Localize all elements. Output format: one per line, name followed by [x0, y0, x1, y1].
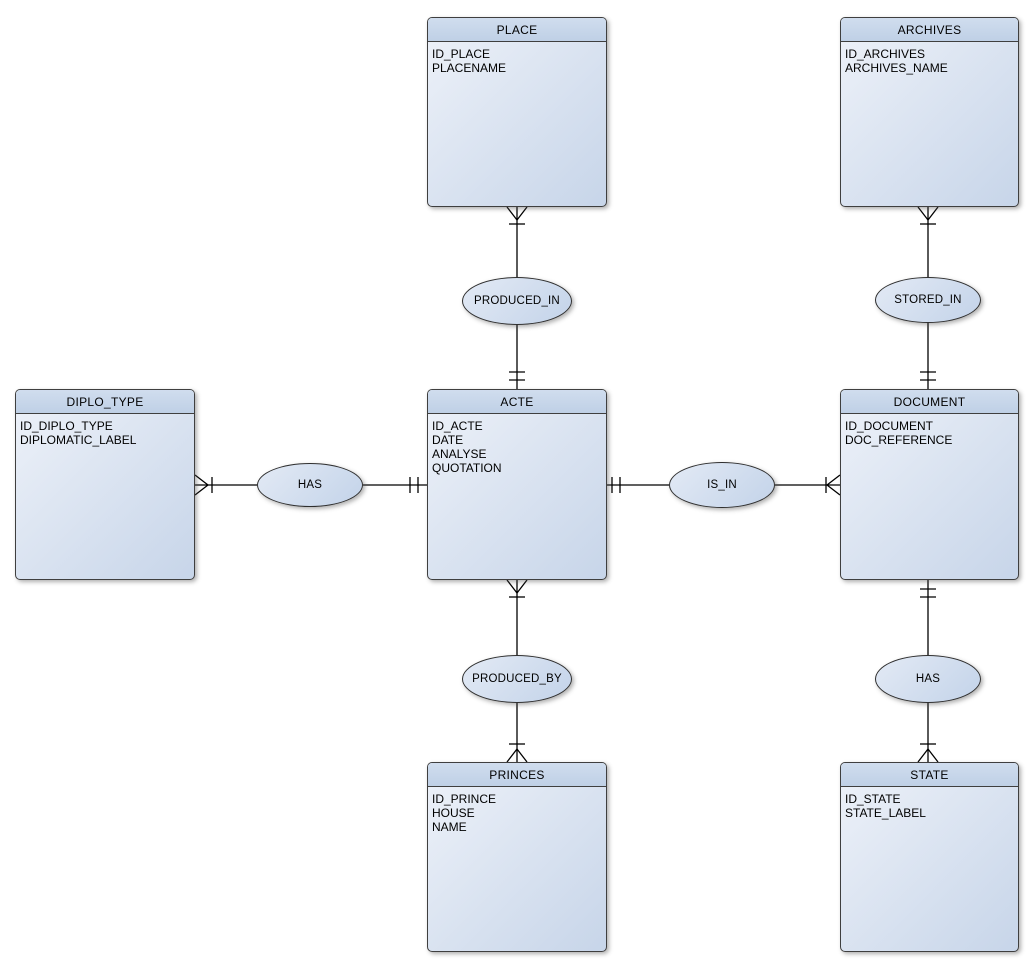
entity-title: STATE	[841, 763, 1018, 787]
crow-foot-icon	[506, 579, 528, 594]
entity-document[interactable]: DOCUMENT ID_DOCUMENT DOC_REFERENCE	[840, 389, 1019, 580]
attribute: DIPLOMATIC_LABEL	[20, 433, 137, 447]
connector-place-produced-in-acte	[506, 206, 528, 389]
relationship-label: IS_IN	[707, 479, 737, 491]
crow-foot-icon	[194, 474, 209, 496]
entity-place[interactable]: PLACE ID_PLACE PLACENAME	[427, 17, 607, 207]
attribute: DATE	[432, 433, 464, 447]
entity-attribute-list: ID_PRINCE HOUSE NAME	[428, 787, 606, 834]
relationship-produced-in[interactable]: PRODUCED_IN	[462, 277, 572, 325]
entity-diplo-type[interactable]: DIPLO_TYPE ID_DIPLO_TYPE DIPLOMATIC_LABE…	[15, 389, 195, 580]
attribute: ANALYSE	[432, 447, 487, 461]
entity-acte[interactable]: ACTE ID_ACTE DATE ANALYSE QUOTATION	[427, 389, 607, 580]
entity-state[interactable]: STATE ID_STATE STATE_LABEL	[840, 762, 1019, 952]
crow-foot-icon	[506, 748, 528, 763]
attribute: DOC_REFERENCE	[845, 433, 953, 447]
relationship-produced-by[interactable]: PRODUCED_BY	[462, 655, 572, 703]
crow-foot-icon	[506, 206, 528, 221]
entity-title: ACTE	[428, 390, 606, 414]
connector-acte-is-in-document	[607, 474, 841, 496]
relationship-label: STORED_IN	[894, 294, 962, 306]
double-tick-icon	[920, 588, 936, 598]
relationship-label: HAS	[297, 479, 323, 491]
relationship-stored-in[interactable]: STORED_IN	[875, 277, 981, 323]
entity-title: DOCUMENT	[841, 390, 1018, 414]
relationship-label: HAS	[915, 673, 941, 685]
relationship-is-in[interactable]: IS_IN	[669, 462, 775, 508]
attribute: ID_PLACE	[432, 47, 491, 61]
connector-document-has-state	[917, 580, 939, 763]
attribute: ID_PRINCE	[432, 792, 497, 806]
relationship-has-diplo-type[interactable]: HAS	[257, 463, 363, 507]
attribute: ID_DOCUMENT	[845, 419, 934, 433]
attribute: PLACENAME	[432, 61, 507, 75]
entity-title: ARCHIVES	[841, 18, 1018, 42]
entity-attribute-list: ID_ACTE DATE ANALYSE QUOTATION	[428, 414, 606, 475]
attribute: ID_STATE	[845, 792, 901, 806]
entity-attribute-list: ID_PLACE PLACENAME	[428, 42, 606, 75]
entity-title: DIPLO_TYPE	[16, 390, 194, 414]
entity-attribute-list: ID_ARCHIVES ARCHIVES_NAME	[841, 42, 1018, 75]
attribute: STATE_LABEL	[845, 806, 926, 820]
entity-title: PLACE	[428, 18, 606, 42]
crow-foot-icon	[917, 748, 939, 763]
attribute: NAME	[432, 820, 467, 834]
relationship-label: PRODUCED_BY	[472, 673, 562, 685]
entity-attribute-list: ID_STATE STATE_LABEL	[841, 787, 1018, 820]
connector-diplo-type-has-acte	[194, 474, 427, 496]
attribute: ARCHIVES_NAME	[845, 61, 948, 75]
double-tick-icon	[920, 371, 936, 381]
entity-attribute-list: ID_DOCUMENT DOC_REFERENCE	[841, 414, 1018, 447]
crow-foot-icon	[917, 206, 939, 221]
double-tick-icon	[509, 371, 525, 381]
attribute: ID_DIPLO_TYPE	[20, 419, 113, 433]
double-tick-icon	[611, 477, 621, 493]
connector-archives-stored-in-document	[917, 206, 939, 389]
attribute: HOUSE	[432, 806, 475, 820]
connector-acte-produced-by-princes	[506, 579, 528, 763]
double-tick-icon	[409, 477, 419, 493]
relationship-has-state[interactable]: HAS	[875, 655, 981, 703]
crow-foot-icon	[826, 474, 841, 496]
attribute: QUOTATION	[432, 461, 502, 475]
relationship-label: PRODUCED_IN	[474, 295, 560, 307]
attribute: ID_ARCHIVES	[845, 47, 926, 61]
entity-princes[interactable]: PRINCES ID_PRINCE HOUSE NAME	[427, 762, 607, 952]
entity-archives[interactable]: ARCHIVES ID_ARCHIVES ARCHIVES_NAME	[840, 17, 1019, 207]
entity-attribute-list: ID_DIPLO_TYPE DIPLOMATIC_LABEL	[16, 414, 194, 447]
entity-title: PRINCES	[428, 763, 606, 787]
attribute: ID_ACTE	[432, 419, 483, 433]
